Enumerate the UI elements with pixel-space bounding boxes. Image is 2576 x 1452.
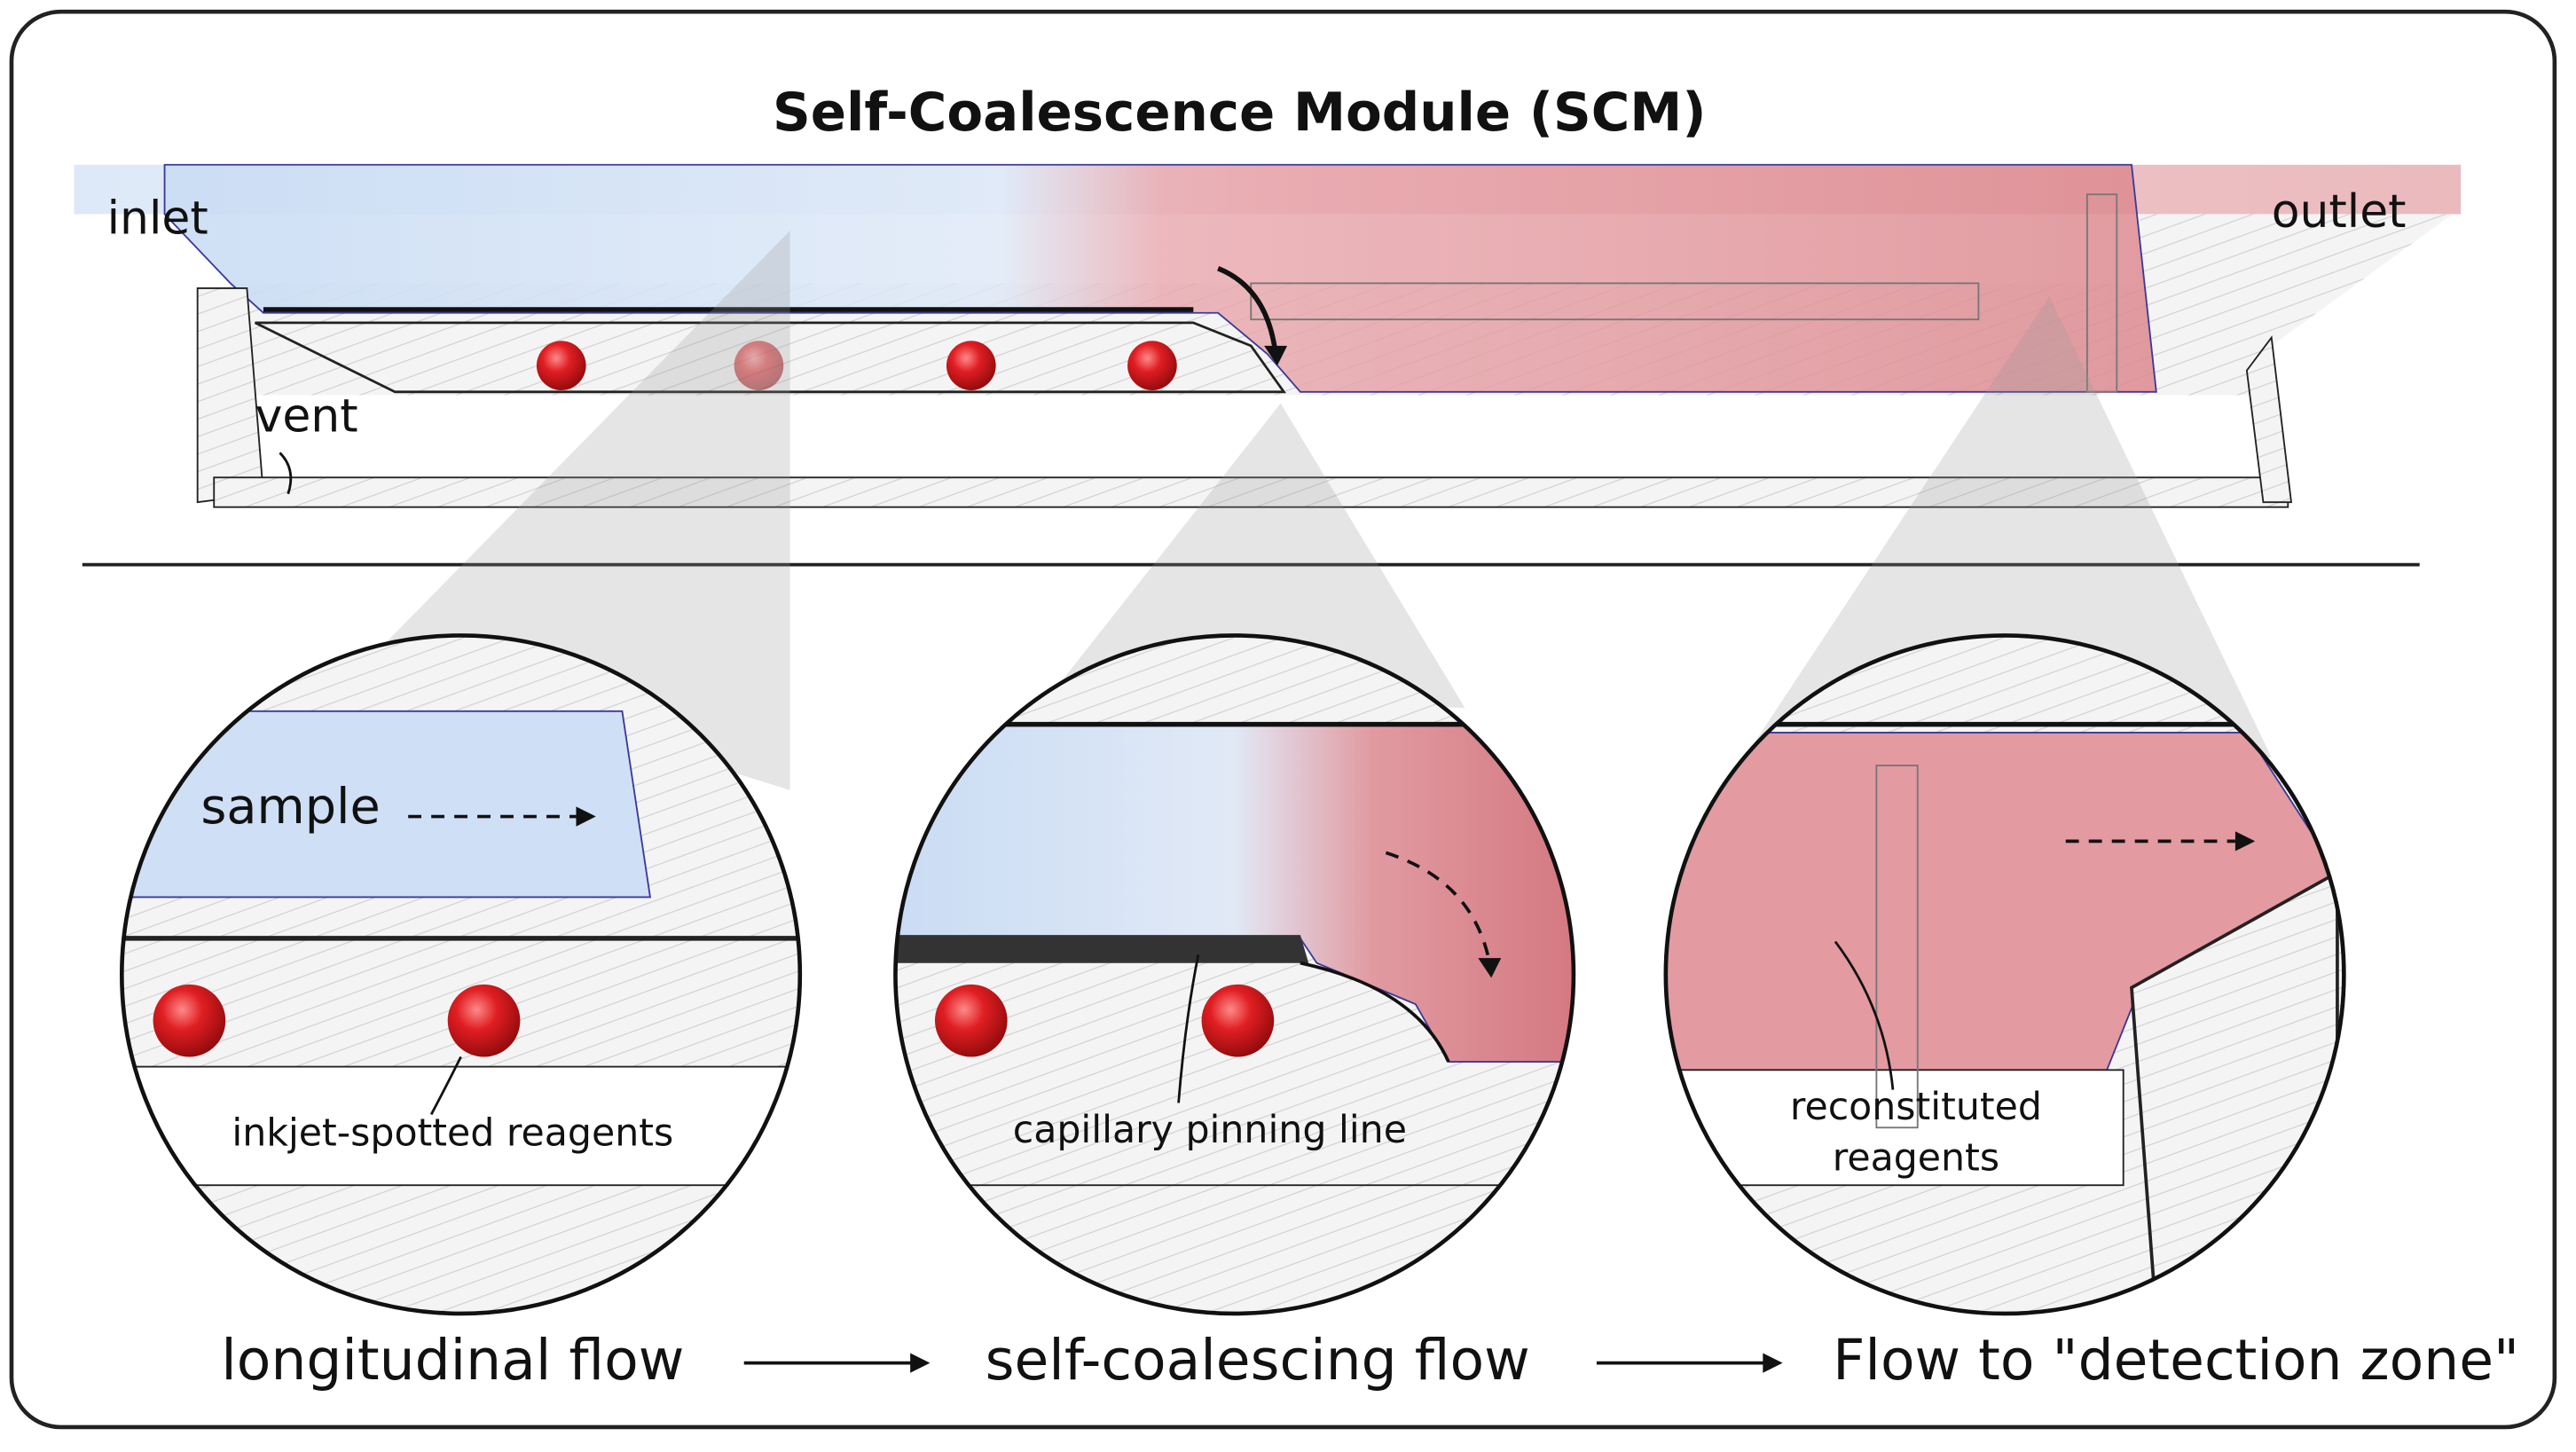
pinning-label: capillary pinning line: [1013, 1108, 1407, 1152]
zoom-longitudinal: [122, 635, 800, 1314]
scm-device: [74, 163, 2462, 567]
reconstituted-label-line2: reagents: [1833, 1136, 1999, 1181]
reagent-spot: [734, 341, 784, 390]
vent-label: vent: [255, 389, 358, 443]
inkjet-label: inkjet-spotted reagents: [232, 1111, 673, 1156]
reagent-spot: [946, 341, 996, 390]
inlet-label: inlet: [107, 192, 208, 246]
reagent-spot: [1127, 341, 1177, 390]
zoom-self-coalescing: [895, 635, 1574, 1314]
zoom-detection-flow: [1665, 635, 2344, 1314]
stage-label-self-coalescing: self-coalescing flow: [986, 1327, 1530, 1393]
reconstituted-label-line1: reconstituted: [1790, 1085, 2042, 1129]
zoom-cone: [1744, 296, 2272, 757]
stage-label-longitudinal: longitudinal flow: [221, 1327, 684, 1393]
stage-label-detection: Flow to "detection zone": [1833, 1327, 2519, 1393]
outlet-label: outlet: [2272, 185, 2407, 239]
reagent-spot: [536, 341, 586, 390]
sample-label: sample: [200, 778, 380, 836]
zoom-cone: [1053, 403, 1465, 709]
diagram-title: Self-Coalescence Module (SCM): [773, 82, 1706, 144]
